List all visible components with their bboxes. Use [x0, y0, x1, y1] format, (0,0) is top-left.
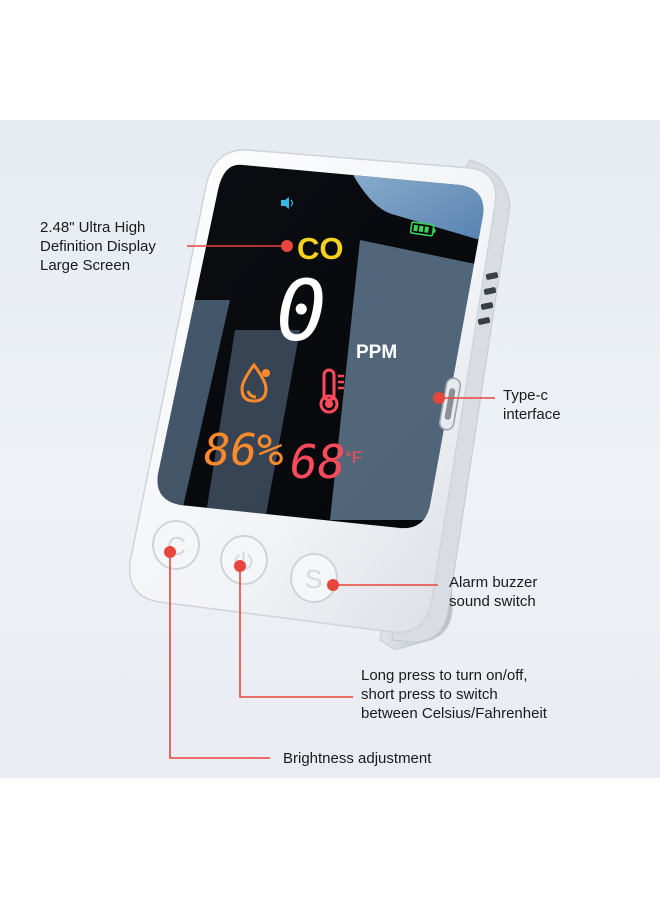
- temperature-unit: °F: [345, 448, 362, 467]
- button-power[interactable]: ⏻: [220, 535, 268, 585]
- co-reading: 0: [276, 262, 327, 360]
- gas-label: CO: [297, 231, 344, 266]
- thermometer-icon: [319, 368, 344, 414]
- callout-power: Long press to turn on/off, short press t…: [361, 667, 547, 722]
- typec-port: [438, 377, 462, 431]
- button-sound[interactable]: S: [290, 553, 338, 603]
- callout-lines: [169, 245, 495, 759]
- unit-label: PPM: [356, 342, 397, 363]
- callout-alarm: Alarm buzzer sound switch: [449, 574, 538, 610]
- humidity-icon: [240, 362, 270, 403]
- callout-typec: Type-c interface: [503, 387, 561, 423]
- callout-brightness: Brightness adjustment: [283, 750, 432, 767]
- temperature-reading: 68: [290, 435, 345, 489]
- side-vents: [477, 272, 499, 325]
- humidity-reading: 86%: [204, 425, 283, 476]
- button-brightness[interactable]: C: [152, 520, 200, 570]
- callout-dots: [164, 240, 445, 591]
- battery-icon: [409, 221, 436, 237]
- svg-text:S: S: [305, 564, 322, 594]
- callout-display: 2.48" Ultra High Definition Display Larg…: [40, 219, 156, 274]
- speaker-icon: [281, 197, 294, 209]
